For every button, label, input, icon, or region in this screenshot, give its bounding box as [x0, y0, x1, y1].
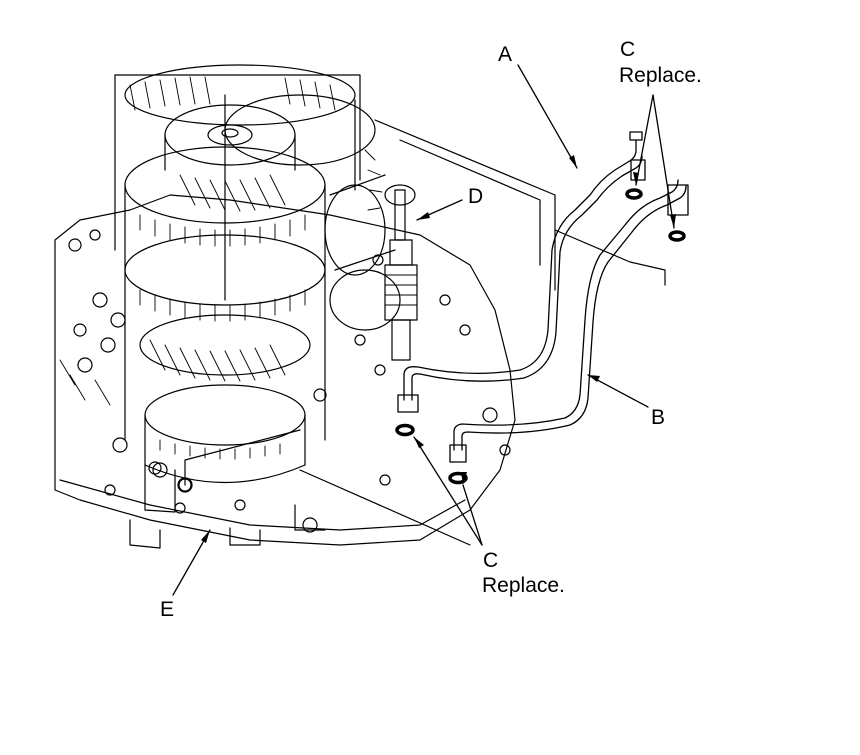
arrowhead-c-bottom-1 [414, 437, 424, 448]
arrowhead-e [201, 530, 210, 543]
right-gear-cluster [324, 174, 416, 331]
washer-c-top-1 [625, 188, 643, 200]
clutch-drum-perforations [139, 214, 306, 460]
callout-d-label: D [468, 185, 484, 208]
leader-lines [172, 64, 675, 596]
pipe-a [397, 131, 646, 413]
main-shaft-stack [59, 104, 326, 513]
callout-c-bottom-label: C [483, 549, 499, 572]
arrowhead-d [417, 212, 430, 220]
rear-gear-teeth [129, 76, 383, 211]
arrowhead-c-top-1 [633, 172, 639, 185]
leader-c-top-2 [652, 94, 675, 229]
callout-b-label: B [651, 406, 666, 429]
leader-c-top-1 [635, 94, 654, 186]
transmission-case [54, 194, 516, 549]
sensor-d [372, 189, 418, 361]
washer-c-top-2 [668, 230, 686, 242]
pipe-b [449, 179, 689, 463]
leader-a [517, 64, 578, 169]
leader-c-bottom-1 [413, 436, 483, 546]
washer-c-bottom-2 [448, 471, 468, 485]
callout-c-top-label: C [620, 38, 636, 61]
arrowhead-c-bottom-2 [461, 472, 467, 485]
arrowhead-b [588, 375, 600, 382]
rear-gear-cluster [114, 64, 383, 301]
leader-c-bottom-2 [462, 484, 483, 546]
callout-c-bottom-note: Replace. [482, 574, 565, 597]
washer-c-bottom-1 [395, 423, 415, 437]
callout-c-top-note: Replace. [619, 64, 702, 87]
callout-e-label: E [160, 598, 175, 621]
arrowhead-a [569, 155, 577, 168]
arrowhead-c-top-2 [670, 214, 676, 228]
leader-b [587, 374, 649, 408]
case-bolt-holes [68, 229, 511, 533]
callout-a-label: A [498, 43, 513, 66]
helical-gear-teeth [59, 174, 286, 406]
sealing-washers [395, 188, 686, 485]
